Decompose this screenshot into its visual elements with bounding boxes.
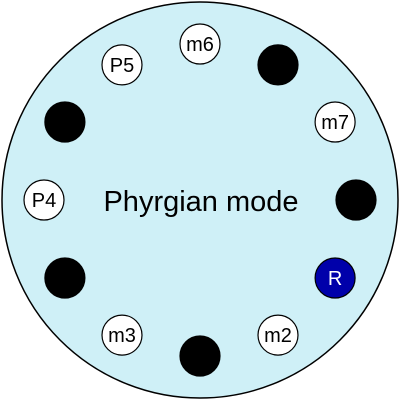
interval-note: m2 [257,314,299,356]
interval-note: m6 [179,23,221,65]
interval-note: P5 [101,44,143,86]
interval-note: P4 [23,179,65,221]
omitted-note-dot [44,257,86,299]
note-label: R [328,268,342,290]
note-label: m7 [321,112,349,134]
interval-note: m7 [314,101,356,143]
note-circle [179,335,221,377]
note-circle [257,314,299,356]
note-circle [44,101,86,143]
note-label: P4 [32,190,56,212]
note-label: m3 [108,325,136,347]
note-circle [314,101,356,143]
note-circle [179,23,221,65]
omitted-note-dot [335,179,377,221]
note-label: m2 [264,325,292,347]
mode-title: Phyrgian mode [103,186,298,218]
root-note: R [314,257,356,299]
note-label: P5 [110,55,134,77]
note-label: m6 [186,34,214,56]
omitted-note-dot [179,335,221,377]
note-circle [23,179,65,221]
note-circle [101,44,143,86]
note-circle [44,257,86,299]
omitted-note-dot [257,44,299,86]
interval-nodes: Rm2 m3 P4 P5 m6 m7 [23,23,377,377]
note-circle [335,179,377,221]
omitted-note-dot [44,101,86,143]
note-circle [101,314,143,356]
note-circle [257,44,299,86]
note-circle [314,257,356,299]
interval-note: m3 [101,314,143,356]
